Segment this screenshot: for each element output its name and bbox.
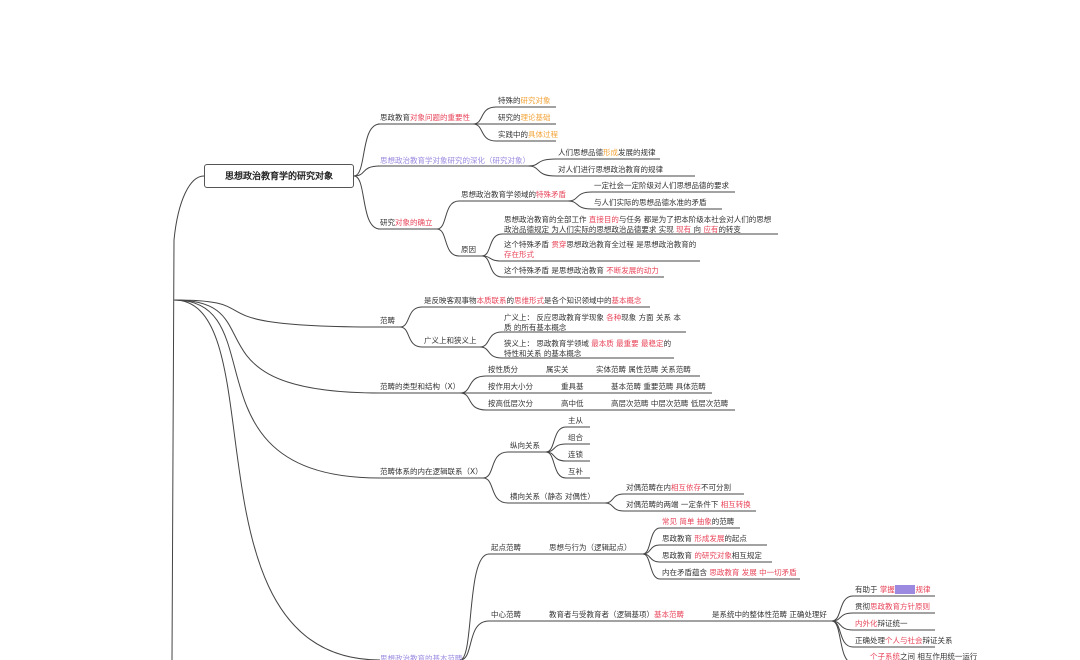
topic-importance[interactable]: 思政教育对象问题的重要性 (380, 113, 470, 122)
topic-start-category[interactable]: 起点范畴 (491, 543, 521, 552)
topic-by-level[interactable]: 按高低层次分 (488, 399, 533, 408)
topic-reason[interactable]: 原因 (461, 245, 476, 254)
topic-education-law[interactable]: 对人们进行思想政治教育的规律 (558, 165, 663, 174)
topic-start-3[interactable]: 思政教育 的研究对象相互规定 (662, 551, 762, 560)
topic-horizontal-1[interactable]: 对偶范畴在内相互依存不可分割 (626, 483, 731, 492)
topic-center-5[interactable]: 个子系统之间 相互作用统一运行 (870, 652, 978, 660)
topic-practice-process[interactable]: 实践中的具体过程 (498, 130, 558, 139)
topic-by-level-short[interactable]: 高中低 (561, 399, 584, 408)
topic-by-nature[interactable]: 按性质分 (488, 365, 518, 374)
topic-by-nature-short[interactable]: 属实关 (546, 365, 569, 374)
topic-whole-category[interactable]: 是系统中的整体性范畴 正确处理好 (712, 610, 827, 619)
topic-reason-1[interactable]: 思想政治教育的全部工作 直接目的与任务 都是为了把本阶级本社会对人们的思想政治品… (504, 215, 772, 234)
topic-center-3[interactable]: 内外化辩证统一 (855, 619, 908, 628)
topic-center-2[interactable]: 贯彻思政教育方针原则 (855, 602, 930, 611)
topic-basic-categories[interactable]: 思想政治教育的基本范畴 (380, 654, 463, 660)
topic-horizontal[interactable]: 横向关系（静态 对偶性） (510, 492, 595, 501)
topic-vertical-1[interactable]: 主从 (568, 416, 583, 425)
root-topic[interactable]: 思想政治教育学的研究对象 (204, 164, 354, 188)
topic-vertical-2[interactable]: 组合 (568, 433, 583, 442)
topic-horizontal-2[interactable]: 对偶范畴的两端 一定条件下 相互转换 (626, 500, 751, 509)
topic-by-role-short[interactable]: 重具基 (561, 382, 584, 391)
topic-vertical[interactable]: 纵向关系 (510, 441, 540, 450)
topic-center-1[interactable]: 有助于 掌握XXXX规律 (855, 585, 931, 594)
topic-start-2[interactable]: 思政教育 形成发展的起点 (662, 534, 747, 543)
topic-types-structure[interactable]: 范畴的类型和结构（X） (380, 382, 461, 391)
topic-vertical-3[interactable]: 连锁 (568, 450, 583, 459)
topic-special-object[interactable]: 特殊的研究对象 (498, 96, 551, 105)
topic-actual-level[interactable]: 与人们实际的思想品德水准的矛盾 (594, 198, 707, 207)
topic-special-contradiction[interactable]: 思想政治教育学领域的特殊矛盾 (461, 190, 566, 199)
topic-start-4[interactable]: 内在矛盾蕴含 思政教育 发展 中一切矛盾 (662, 568, 797, 577)
topic-broad-narrow[interactable]: 广义上和狭义上 (424, 336, 477, 345)
topic-by-role[interactable]: 按作用大小分 (488, 382, 533, 391)
topic-center-4[interactable]: 正确处理个人与社会辩证关系 (855, 636, 953, 645)
topic-by-level-list[interactable]: 高层次范畴 中层次范畴 低层次范畴 (611, 399, 729, 408)
topic-vertical-4[interactable]: 互补 (568, 467, 583, 476)
topic-by-role-list[interactable]: 基本范畴 重要范畴 具体范畴 (611, 382, 706, 391)
topic-narrow[interactable]: 狭义上： 思政教育学领域 最本质 最重要 最稳定的特性和关系 的基本概念 (504, 339, 672, 358)
topic-by-nature-list[interactable]: 实体范畴 属性范畴 关系范畴 (596, 365, 691, 374)
topic-reason-3[interactable]: 这个特殊矛盾 是思想政治教育 不断发展的动力 (504, 266, 659, 275)
topic-center-category[interactable]: 中心范畴 (491, 610, 521, 619)
topic-social-requirement[interactable]: 一定社会一定阶级对人们思想品德的要求 (594, 181, 729, 190)
topic-object-establish[interactable]: 研究对象的确立 (380, 218, 433, 227)
topic-logic-relation[interactable]: 范畴体系的内在逻辑联系（X） (380, 467, 483, 476)
topic-category[interactable]: 范畴 (380, 316, 395, 325)
topic-educator-educatee[interactable]: 教育者与受教育者（逻辑基项）基本范畴 (549, 610, 684, 619)
topic-deepening[interactable]: 思想政治教育学对象研究的深化（研究对象） (380, 156, 530, 165)
topic-theory-basis[interactable]: 研究的理论基础 (498, 113, 551, 122)
topic-thought-behavior[interactable]: 思想与行为（逻辑起点） (549, 543, 632, 552)
topic-start-1[interactable]: 常见 简单 抽象的范畴 (662, 517, 735, 526)
topic-reason-2[interactable]: 这个特殊矛盾 贯穿思想政治教育全过程 是思想政治教育的 存在形式 (504, 240, 697, 259)
topic-formation-law[interactable]: 人们思想品德形成发展的规律 (558, 148, 656, 157)
topic-broad[interactable]: 广义上： 反应思政教育学现象 各种现象 方面 关系 本质 的所有基本概念 (504, 313, 681, 332)
topic-category-def[interactable]: 是反映客观事物本质联系的思维形式是各个知识领域中的基本概念 (424, 296, 642, 305)
